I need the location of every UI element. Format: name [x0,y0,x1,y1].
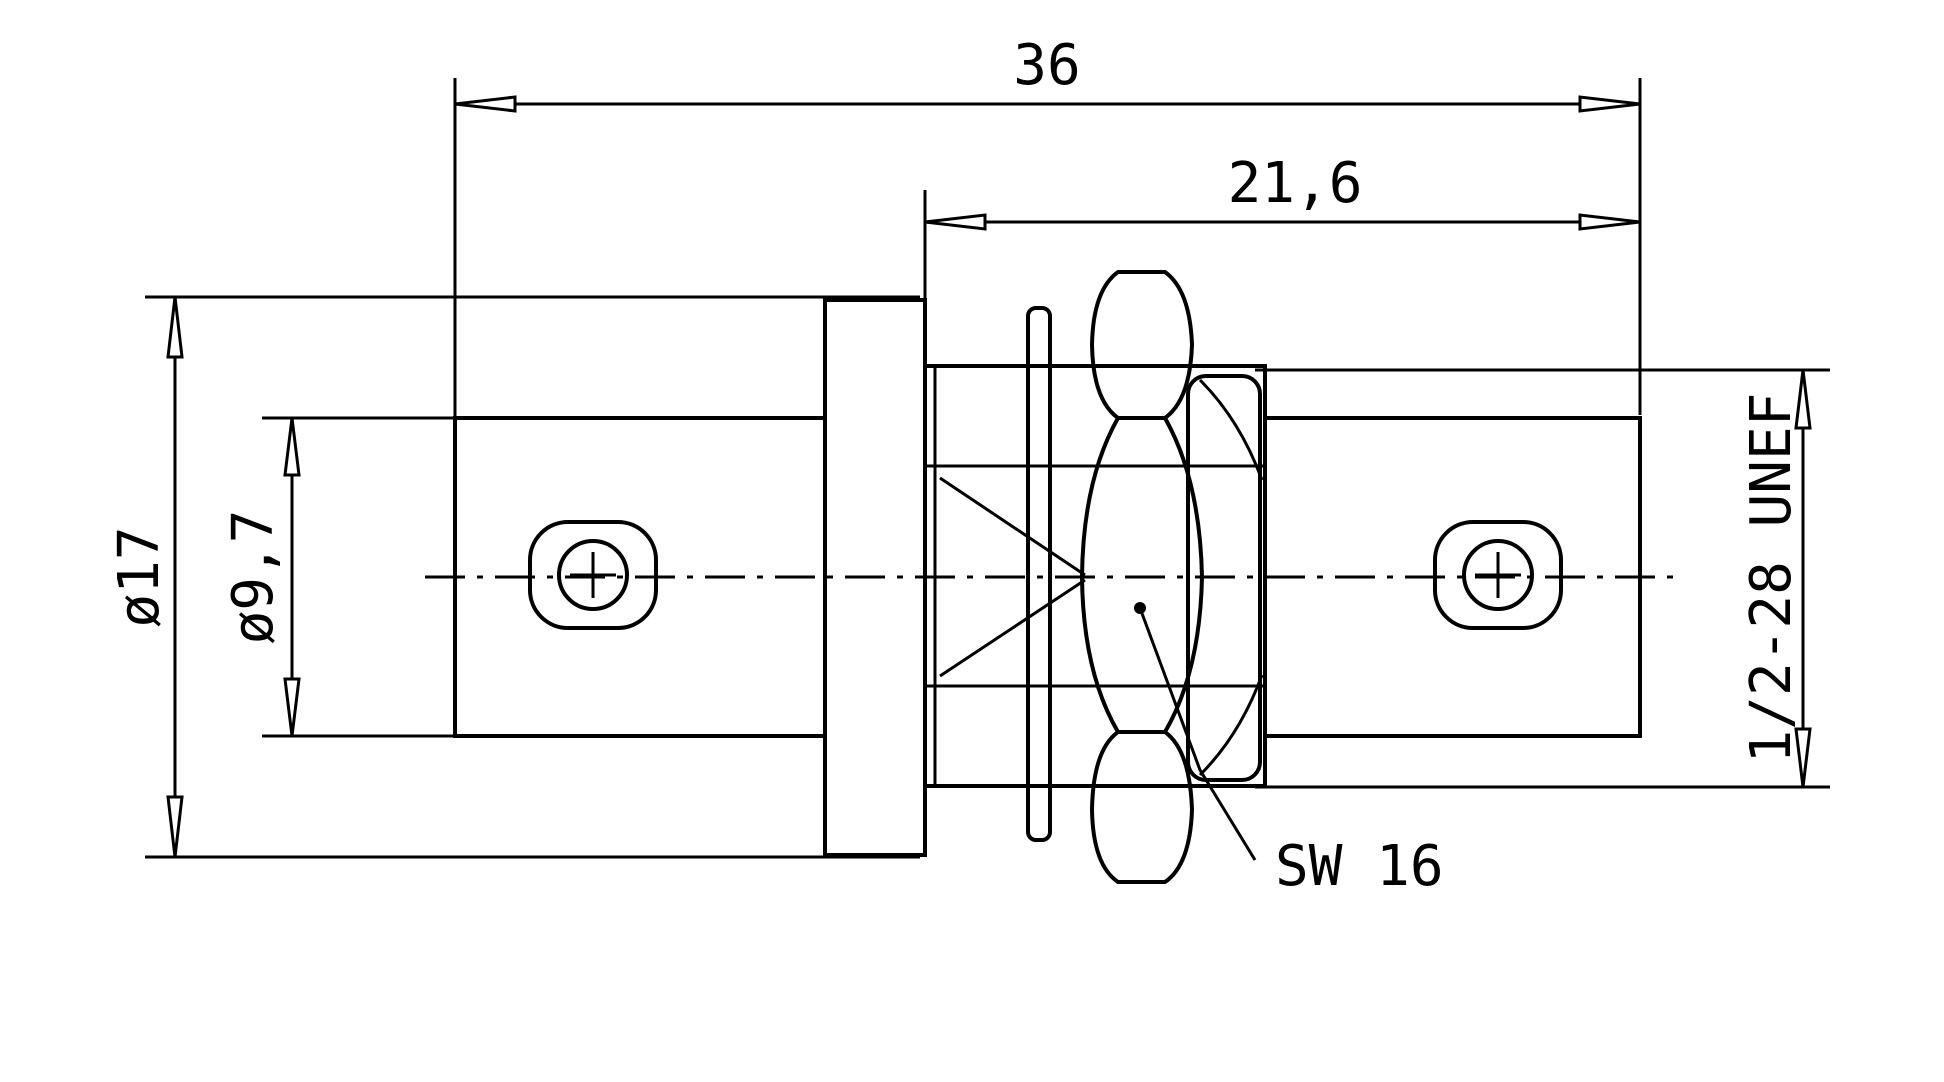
right-bayonet-pin [1433,520,1563,630]
thread-label: 1/2-28 UNEF [1739,393,1804,764]
dimension-overall-length: 36 [453,33,1642,420]
wrench-size-label: SW 16 [1275,834,1444,899]
outer-diameter-label: ø17 [107,526,172,627]
dimension-inner-diameter: ø9,7 [221,416,455,738]
inner-diameter-label: ø9,7 [221,510,286,645]
hex-nut [1079,270,1264,884]
dimension-outer-diameter: ø17 [107,295,920,859]
dimension-thread: 1/2-28 UNEF [1255,368,1830,789]
left-bayonet-pin [528,520,658,630]
lock-washer [1026,306,1052,842]
overall-length-label: 36 [1013,33,1080,98]
dimension-thread-length: 21,6 [923,151,1641,300]
thread-length-label: 21,6 [1228,151,1363,216]
